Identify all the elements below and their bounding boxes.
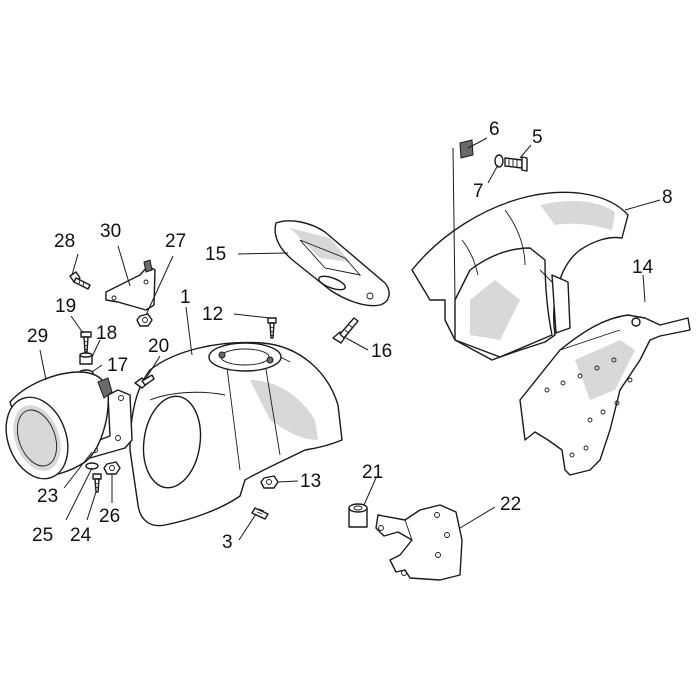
callout-16: 16 <box>371 341 392 362</box>
part-front-fender <box>129 341 343 527</box>
callout-24: 24 <box>70 525 92 546</box>
part-nut-27 <box>136 313 153 327</box>
part-bracket-plate <box>375 504 463 581</box>
callout-28: 28 <box>54 231 75 252</box>
callout-6: 6 <box>489 119 500 140</box>
callout-26: 26 <box>99 506 120 527</box>
callout-29: 29 <box>27 326 48 347</box>
callout-22: 22 <box>500 494 521 515</box>
part-clip-6 <box>459 139 474 159</box>
callout-7: 7 <box>473 181 484 202</box>
callout-1: 1 <box>180 287 191 308</box>
callout-18: 18 <box>96 323 117 344</box>
part-spacer-18 <box>79 352 93 365</box>
part-cover-plate <box>274 220 390 307</box>
part-bolt-5 <box>504 156 528 172</box>
part-screw-16 <box>332 317 359 344</box>
part-nut-13 <box>260 475 279 489</box>
part-screw-28 <box>69 271 91 290</box>
callout-3: 3 <box>222 532 233 553</box>
callout-5: 5 <box>532 127 543 148</box>
callout-23: 23 <box>37 486 58 507</box>
part-rear-fender <box>411 191 629 361</box>
callout-27: 27 <box>165 231 186 252</box>
part-screw-20 <box>134 374 155 389</box>
callout-15: 15 <box>205 244 226 265</box>
part-screw-19 <box>80 331 92 353</box>
part-small-bracket <box>105 259 156 311</box>
callout-17: 17 <box>107 355 128 376</box>
part-washer-7 <box>494 154 504 168</box>
callout-21: 21 <box>362 462 383 483</box>
callout-30: 30 <box>100 221 121 242</box>
part-screw-24 <box>92 473 102 493</box>
part-screw-3 <box>251 507 269 520</box>
part-support-bracket <box>519 314 691 476</box>
callout-12: 12 <box>202 304 223 325</box>
leader-lines <box>39 137 661 541</box>
callout-20: 20 <box>148 336 169 357</box>
callout-8: 8 <box>662 187 673 208</box>
part-nut-26 <box>103 461 121 475</box>
part-headlight-shell <box>5 371 113 480</box>
callout-labels: 1 3 5 6 7 8 12 13 14 15 16 17 18 19 20 2… <box>27 119 673 553</box>
callout-14: 14 <box>632 257 654 278</box>
callout-19: 19 <box>55 296 76 317</box>
part-screw-12 <box>267 317 277 339</box>
part-bushing-21 <box>348 503 368 528</box>
callout-25: 25 <box>32 525 53 546</box>
callout-13: 13 <box>300 471 321 492</box>
